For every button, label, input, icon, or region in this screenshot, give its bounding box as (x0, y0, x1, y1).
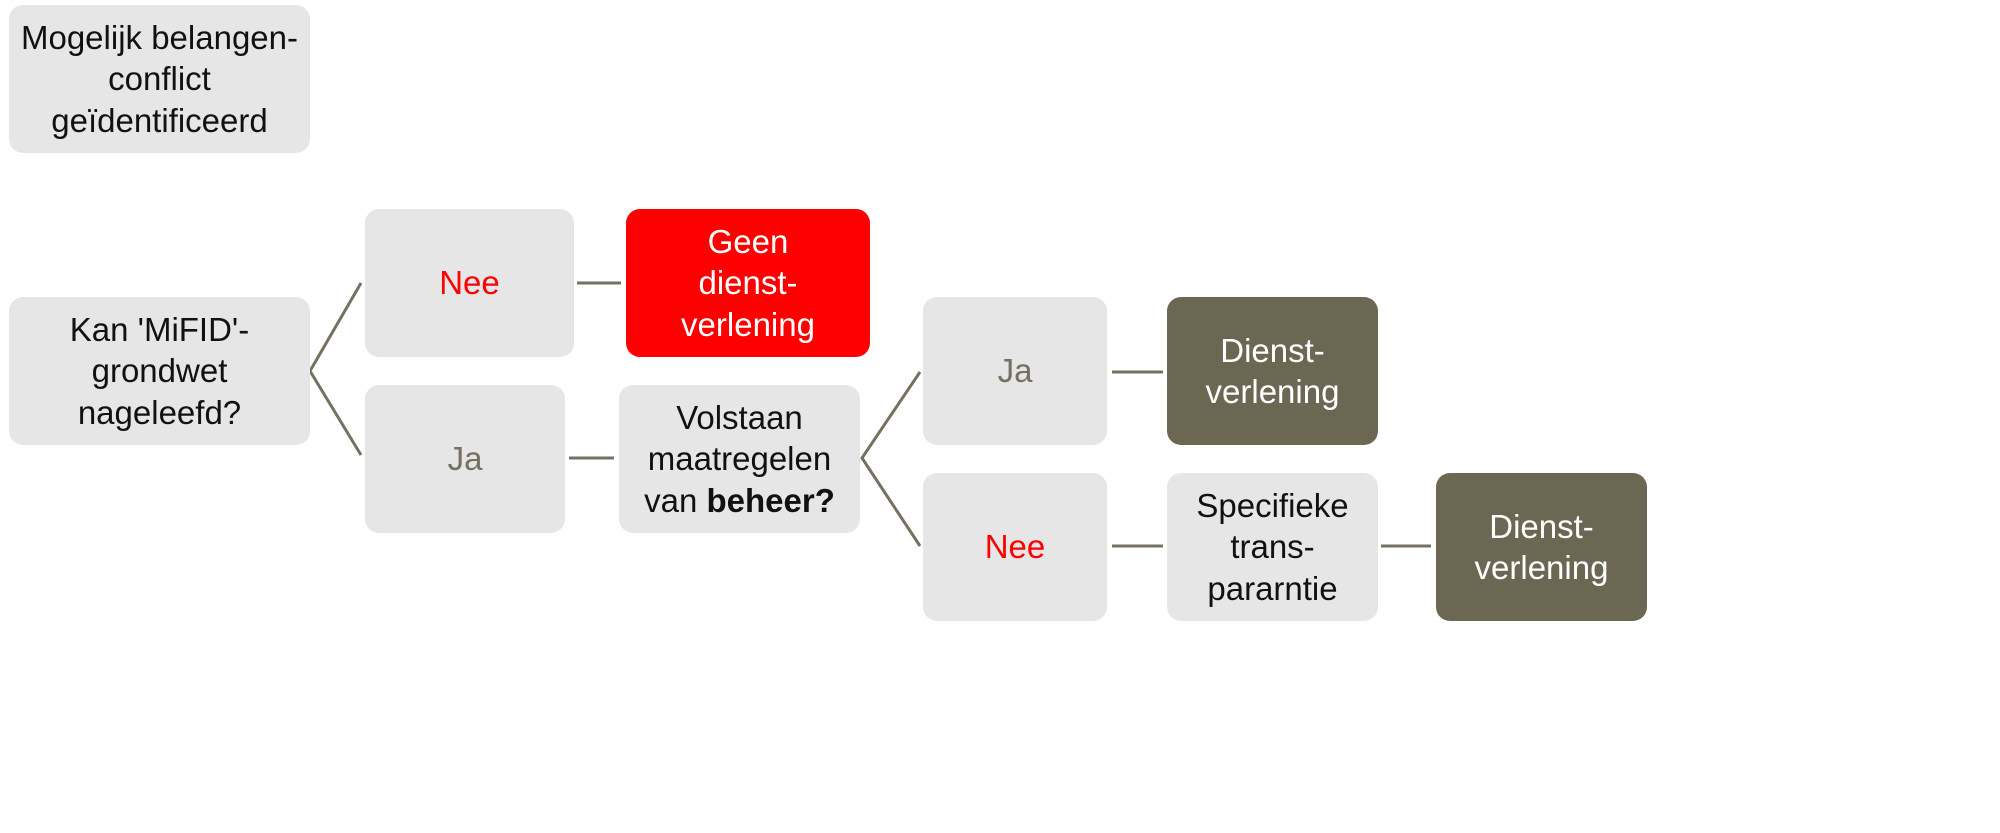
question-management-label: Volstaan maatregelen van beheer? (625, 397, 854, 521)
question-management-text: Volstaan maatregelen van (644, 399, 832, 519)
specific-transparency: Specifieke trans-pararntie (1167, 473, 1378, 621)
result-service-2: Dienst-verlening (1436, 473, 1647, 621)
result-service-2-label: Dienst-verlening (1474, 507, 1609, 586)
start-label: Mogelijk belangen-conflict geïdentificee… (20, 19, 298, 139)
question-management: Volstaan maatregelen van beheer? (619, 385, 860, 533)
answer-no-2-label: Nee (984, 528, 1046, 566)
question-management-bold: beheer? (706, 481, 835, 519)
connector-q2-branches (860, 371, 922, 547)
answer-yes-2-label: Ja (997, 352, 1033, 390)
answer-no-1: Nee (365, 209, 574, 357)
specific-transparency-label: Specifieke trans-pararntie (1196, 487, 1349, 607)
answer-yes-1: Ja (365, 385, 565, 533)
result-no-service: Geen dienst-verlening (626, 209, 870, 357)
result-no-service-label: Geen dienst-verlening (681, 223, 815, 343)
answer-yes-2: Ja (923, 297, 1107, 445)
connector-q1-branches (308, 282, 363, 456)
question-mifid-label: Kan 'MiFID'-grondwet nageleefd? (69, 311, 250, 431)
question-mifid: Kan 'MiFID'-grondwet nageleefd? (9, 297, 310, 445)
answer-no-1-label: Nee (439, 264, 500, 302)
result-service-1: Dienst-verlening (1167, 297, 1378, 445)
answer-no-2: Nee (923, 473, 1107, 621)
start-node: Mogelijk belangen-conflict geïdentificee… (9, 5, 310, 153)
result-service-1-label: Dienst-verlening (1205, 331, 1340, 410)
answer-yes-1-label: Ja (447, 440, 483, 478)
